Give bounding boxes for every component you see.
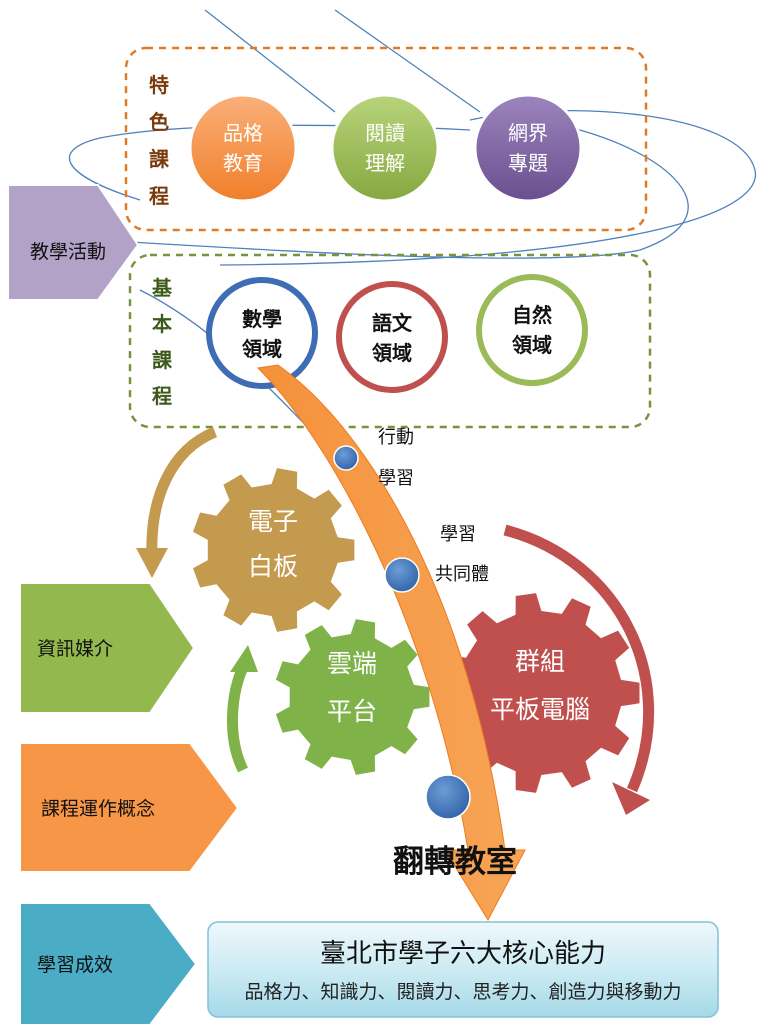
outcome-arrow: 學習成效 [19, 902, 198, 1026]
reading-circle [330, 93, 440, 203]
media-label: 資訊媒介 [37, 638, 113, 660]
flipped-dot [425, 774, 471, 820]
learning-community-line1: 學習 [440, 524, 476, 545]
science-line1: 自然 [512, 303, 552, 327]
outcome-label: 學習成效 [37, 954, 113, 976]
basic-label-char-2: 本 [152, 312, 172, 336]
math-line2: 領域 [242, 337, 282, 361]
core-competency-subtitle: 品格力、知識力、閱讀力、思考力、創造力與移動力 [244, 981, 681, 1003]
basic-label-char-3: 課 [152, 348, 173, 372]
science-line2: 領域 [512, 333, 552, 357]
language-line2: 領域 [372, 341, 412, 365]
whiteboard-line2: 白板 [248, 552, 298, 581]
character-education-line1: 品格 [223, 121, 263, 145]
whiteboard-gear [193, 468, 355, 632]
web-project-line2: 專題 [508, 151, 548, 175]
math-line1: 數學 [242, 307, 282, 331]
flipped-classroom-label: 翻轉教室 [393, 844, 517, 880]
basic-label-char-1: 基 [152, 276, 173, 300]
cycle-arrows [136, 426, 655, 815]
reading-line1: 閱讀 [365, 121, 405, 145]
cloud-gear [275, 619, 430, 775]
special-label-char-1: 特 [149, 73, 169, 97]
math-circle [206, 277, 318, 389]
learning-community-dot [384, 557, 420, 593]
tablet-line2: 平板電腦 [490, 695, 590, 724]
special-curriculum-group: 特 色 課 程 品格 教育 閱讀 理解 網界 專題 [124, 46, 648, 232]
character-education-line2: 教育 [223, 151, 263, 175]
language-circle [336, 281, 448, 393]
tablet-gear [441, 593, 640, 793]
teaching-activity-arrow: 教學活動 [7, 184, 140, 301]
cloud-line1: 雲端 [327, 649, 377, 678]
whiteboard-line1: 電子 [248, 507, 298, 536]
web-project-line1: 網界 [508, 121, 548, 145]
special-label-char-3: 課 [149, 147, 170, 171]
learning-community-line2: 共同體 [435, 564, 489, 585]
connector-lines [68, 9, 757, 461]
mobile-learning-line2: 學習 [378, 468, 414, 489]
special-label-char-4: 程 [149, 184, 169, 208]
mobile-learning-line1: 行動 [378, 427, 414, 448]
core-competency-title: 臺北市學子六大核心能力 [320, 939, 606, 969]
language-line1: 語文 [372, 311, 413, 335]
media-arrow: 資訊媒介 [19, 582, 196, 714]
science-circle [476, 274, 588, 386]
basic-curriculum-group: 基 本 課 程 數學 領域 語文 領域 自然 領域 [128, 253, 652, 429]
character-education-circle [188, 93, 298, 203]
reading-line2: 理解 [365, 151, 405, 175]
tablet-line1: 群組 [515, 647, 565, 676]
concept-label: 課程運作概念 [41, 797, 155, 820]
teaching-activity-label: 教學活動 [30, 241, 106, 263]
gears [193, 468, 640, 793]
concept-arrow: 課程運作概念 [19, 742, 240, 873]
web-project-circle [473, 93, 583, 203]
special-label-char-2: 色 [149, 110, 169, 134]
cloud-line2: 平台 [327, 697, 377, 726]
mobile-learning-dot [333, 445, 359, 471]
core-competency-box: 臺北市學子六大核心能力 品格力、知識力、閱讀力、思考力、創造力與移動力 [207, 921, 719, 1018]
basic-label-char-4: 程 [152, 384, 172, 408]
